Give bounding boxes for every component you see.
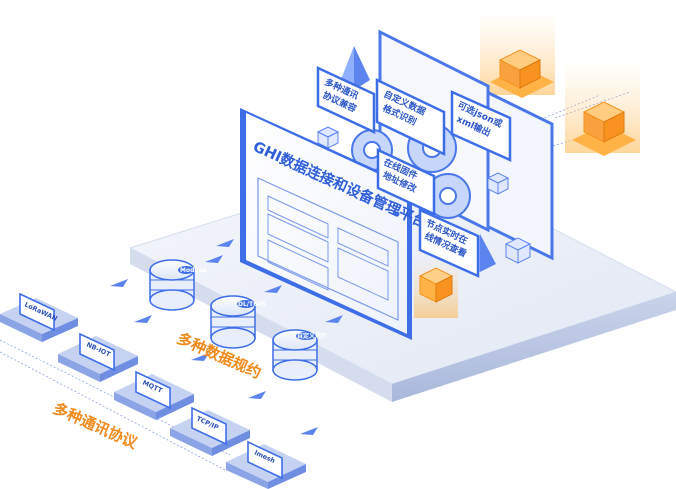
device-box: MQTT [114, 370, 194, 420]
disk-label: Modbus [180, 267, 207, 274]
svg-text:DL/T645: DL/T645 [238, 301, 266, 308]
arrow-icon [110, 239, 343, 435]
database-disk: Modbus [149, 259, 207, 311]
feature-bubble: 多种通讯 协议兼容 [316, 66, 376, 134]
database-disk: 自定义规约 [272, 329, 327, 381]
device-box: TCP/IP [170, 406, 250, 456]
device-box: lmesh [226, 440, 306, 489]
device-box: NB-IOT [58, 332, 138, 382]
wire-cubes [316, 126, 532, 264]
orange-cube-right [565, 58, 640, 156]
disk-label: DL/T645 [238, 301, 266, 308]
main-platform-panel [240, 108, 412, 340]
orange-cube-top [480, 10, 555, 98]
svg-text:Modbus: Modbus [180, 267, 207, 274]
svg-text:自定义规约: 自定义规约 [297, 332, 327, 340]
database-disk: DL/T645 [210, 295, 266, 349]
disk-label: 自定义规约 [297, 332, 327, 340]
orange-cube-floor [414, 256, 458, 318]
device-box: LoRaWAN [0, 292, 78, 342]
comm-protocols-label: 多种通讯协议 [50, 399, 140, 452]
